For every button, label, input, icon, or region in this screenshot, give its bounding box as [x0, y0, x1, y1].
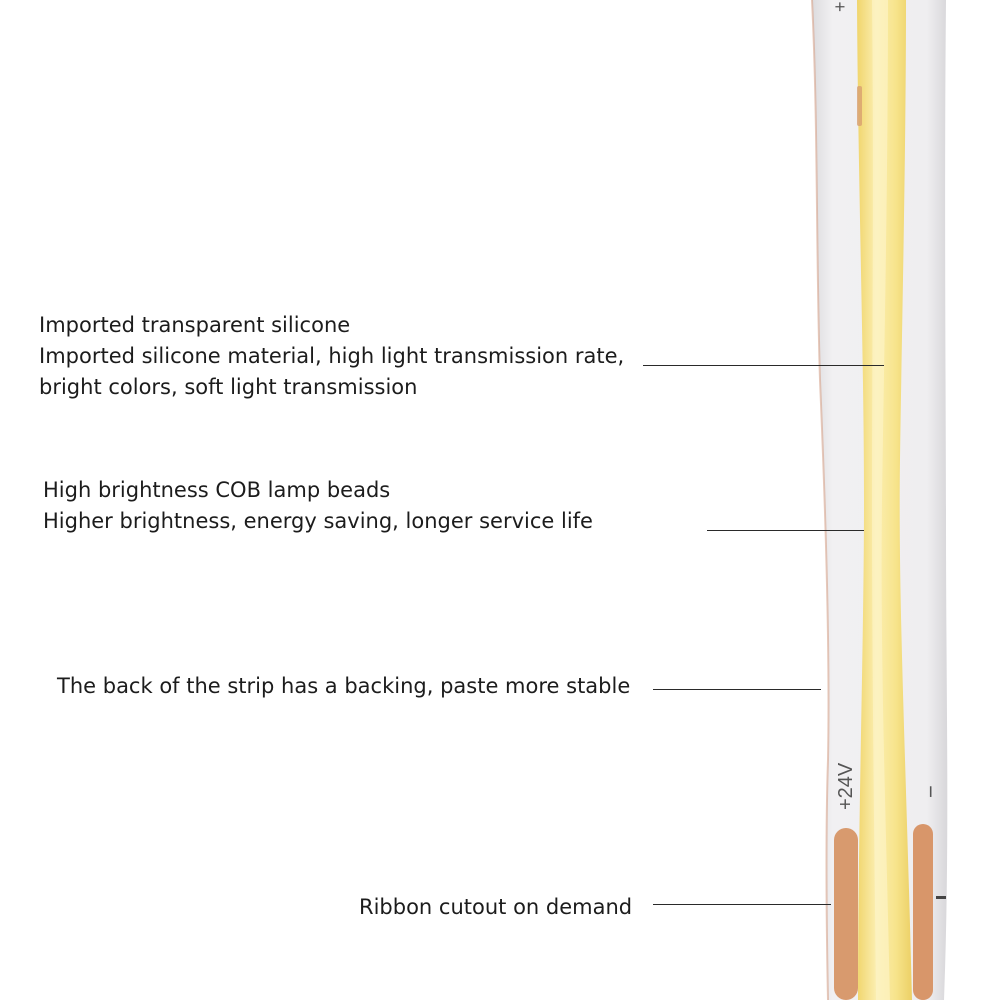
- leader-line-cutout: [653, 904, 831, 905]
- solder-pad-negative: [913, 824, 933, 1000]
- annotation-silicone: Imported transparent silicone Imported s…: [39, 310, 624, 403]
- cob-led-highlight: [872, 0, 890, 1000]
- top-plus-label: +: [830, 1, 850, 12]
- annotation-silicone-line1: Imported silicone material, high light t…: [39, 344, 625, 368]
- housing-edge-left: [811, 0, 830, 1000]
- annotation-silicone-title: Imported transparent silicone: [39, 313, 351, 337]
- voltage-label: +24V: [835, 762, 857, 810]
- cob-led-band: [857, 0, 912, 1000]
- minus-label: −: [918, 785, 943, 798]
- annotation-backing: The back of the strip has a backing, pas…: [57, 671, 630, 702]
- leader-line-backing: [653, 689, 821, 690]
- annotation-cutout-title: Ribbon cutout on demand: [359, 895, 633, 919]
- solder-pad-positive: [834, 828, 858, 1000]
- annotation-beads: High brightness COB lamp beads Higher br…: [43, 475, 593, 537]
- annotation-beads-line1: Higher brightness, energy saving, longer…: [43, 509, 593, 533]
- leader-line-silicone: [643, 365, 884, 366]
- cut-mark: [936, 896, 946, 899]
- annotation-cutout: Ribbon cutout on demand: [359, 892, 632, 923]
- solder-pad-top: [857, 86, 862, 126]
- annotation-backing-title: The back of the strip has a backing, pas…: [57, 674, 631, 698]
- annotation-beads-title: High brightness COB lamp beads: [43, 478, 391, 502]
- leader-line-beads: [707, 530, 864, 531]
- annotation-silicone-line2: bright colors, soft light transmission: [39, 375, 418, 399]
